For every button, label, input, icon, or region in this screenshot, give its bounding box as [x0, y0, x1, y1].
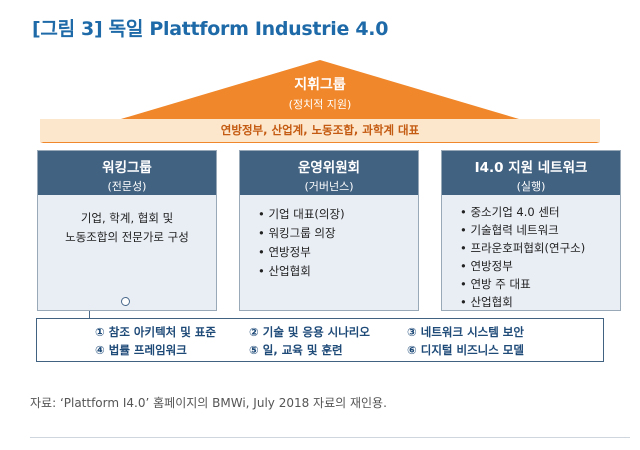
pillar-subtitle: (전문성)	[107, 180, 147, 193]
list-item: 연방정부	[258, 243, 418, 262]
pillar-list: 기업 대표(의장) 워킹그룹 의장 연방정부 산업협회	[240, 195, 418, 281]
topic-item: ⑥ 디지털 비즈니스 모델	[407, 343, 524, 357]
list-item: 연방정부	[460, 257, 620, 275]
pillar-header: 워킹그룹 (전문성)	[38, 151, 216, 195]
topic-item: ⑤ 일, 교육 및 훈련	[249, 343, 343, 357]
pillar-header: I4.0 지원 네트워크 (실행)	[442, 151, 620, 195]
list-item: 산업협회	[258, 262, 418, 281]
pillar-subtitle: (실행)	[516, 180, 546, 193]
connector-line	[89, 311, 90, 319]
pillar-steering-committee: 운영위원회 (거버넌스) 기업 대표(의장) 워킹그룹 의장 연방정부 산업협회	[239, 150, 419, 311]
pillar-title: 워킹그룹	[102, 160, 152, 176]
pillar-body: 중소기업 4.0 센터 기술협력 네트워크 프라운호퍼협회(연구소) 연방정부 …	[442, 195, 620, 310]
list-item: 연방 주 대표	[460, 275, 620, 293]
representatives-banner: 연방정부, 산업계, 노동조합, 과학계 대표	[40, 119, 600, 142]
roof-title: 지휘그룹	[294, 77, 346, 93]
topic-item: ② 기술 및 응용 시나리오	[249, 325, 370, 339]
figure-title: [그림 3] 독일 Plattform Industrie 4.0	[32, 18, 389, 40]
pillar-list: 중소기업 4.0 센터 기술협력 네트워크 프라운호퍼협회(연구소) 연방정부 …	[442, 195, 620, 311]
list-item: 기술협력 네트워크	[460, 221, 620, 239]
list-item: 기업 대표(의장)	[258, 205, 418, 224]
topic-item: ① 참조 아키텍처 및 표준	[95, 325, 216, 339]
list-item: 프라운호퍼협회(연구소)	[460, 239, 620, 257]
pillar-body: 기업 대표(의장) 워킹그룹 의장 연방정부 산업협회	[240, 195, 418, 310]
description-line: 노동조합의 전문가로 구성	[65, 230, 189, 244]
pillar-support-network: I4.0 지원 네트워크 (실행) 중소기업 4.0 센터 기술협력 네트워크 …	[441, 150, 621, 311]
foundation-topics-box: ① 참조 아키텍처 및 표준 ② 기술 및 응용 시나리오 ③ 네트워크 시스템…	[36, 318, 604, 362]
topic-item: ③ 네트워크 시스템 보안	[407, 325, 524, 339]
pillar-body: 기업, 학계, 협회 및 노동조합의 전문가로 구성	[38, 195, 216, 310]
pillar-description: 기업, 학계, 협회 및 노동조합의 전문가로 구성	[38, 195, 216, 247]
connector-circle-icon	[121, 297, 130, 306]
pillar-header: 운영위원회 (거버넌스)	[240, 151, 418, 195]
list-item: 중소기업 4.0 센터	[460, 203, 620, 221]
list-item: 워킹그룹 의장	[258, 224, 418, 243]
source-note: 자료: ‘Plattform I4.0’ 홈페이지의 BMWi, July 20…	[30, 396, 387, 410]
pillar-subtitle: (거버넌스)	[304, 180, 354, 193]
pillar-title: I4.0 지원 네트워크	[474, 160, 588, 176]
divider	[30, 437, 630, 438]
description-line: 기업, 학계, 협회 및	[80, 211, 174, 225]
list-item: 산업협회	[460, 293, 620, 311]
roof-subtitle: (정치적 지원)	[288, 98, 352, 111]
pillar-working-group: 워킹그룹 (전문성) 기업, 학계, 협회 및 노동조합의 전문가로 구성	[37, 150, 217, 311]
topic-item: ④ 법률 프레임워크	[95, 343, 187, 357]
pillar-title: 운영위원회	[297, 160, 361, 176]
